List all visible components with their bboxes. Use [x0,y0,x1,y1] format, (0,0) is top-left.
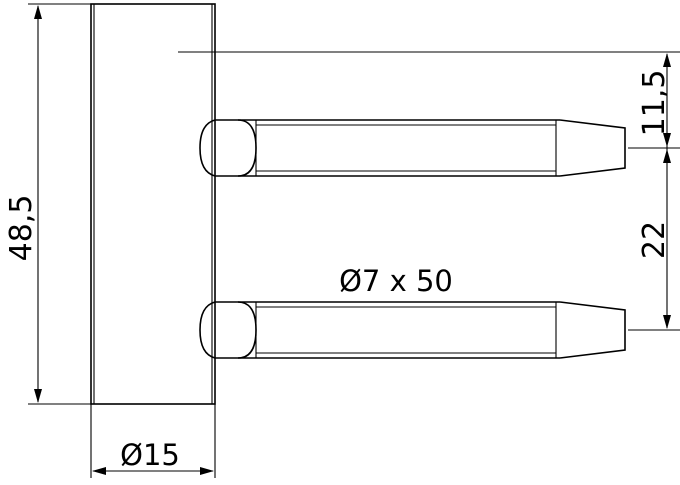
height-total-label: 48,5 [4,195,39,262]
pin-size-label: Ø7 x 50 [339,264,453,298]
lower-pin [199,301,626,359]
arrow-up-icon [663,149,671,163]
hinge-body [90,3,216,405]
pin-spacing-label: 22 [637,221,672,259]
upper-pin [199,119,626,177]
arrow-down-icon [663,315,671,329]
right-dimensions: 11,5 22 [178,51,680,331]
body-diameter-label: Ø15 [120,438,180,472]
arrow-up-icon [663,53,671,67]
arrow-down-icon [34,389,42,403]
arrow-left-icon [92,467,106,475]
arrow-down-icon [663,133,671,147]
arrow-up-icon [34,5,42,19]
top-offset-label: 11,5 [637,70,672,137]
diameter-dimension: Ø15 [90,404,216,478]
height-dimension: 48,5 [4,3,91,405]
arrow-right-icon [200,467,214,475]
